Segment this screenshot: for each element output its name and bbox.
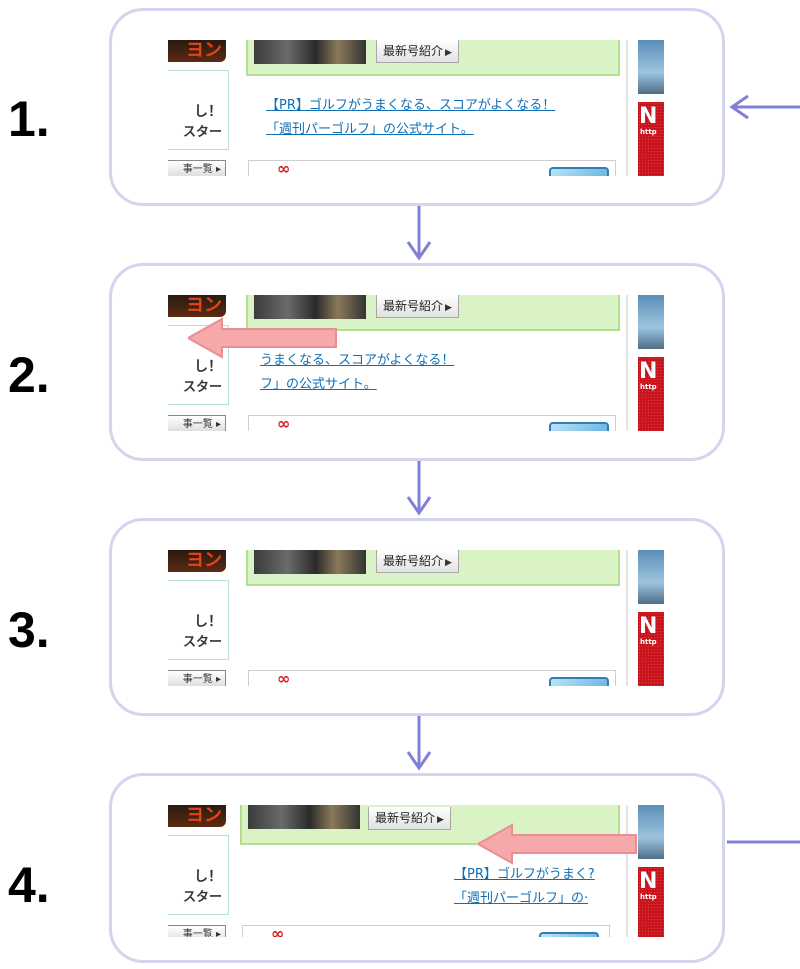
new-issue-button[interactable]: 最新号紹介▶ xyxy=(368,807,451,830)
ad-link-line-2[interactable]: 「週刊パーゴルフ」の· xyxy=(454,891,589,906)
intel-badge-icon xyxy=(549,422,609,431)
step-number-4: 4. xyxy=(8,857,50,913)
screenshot-step-1: ヨン し！ スター 事一覧 ▸ 最新号紹介▶ 【PR】ゴルフがうまくなる、スコア… xyxy=(168,40,664,176)
left-list-button[interactable]: 事一覧 ▸ xyxy=(168,160,226,176)
lower-ad-box: ∞ xyxy=(248,159,616,176)
new-issue-button[interactable]: 最新号紹介▶ xyxy=(376,40,459,63)
loop-arrowhead xyxy=(729,94,749,120)
step-number-2: 2. xyxy=(8,347,50,403)
ad-link-line-2[interactable]: 「週刊パーゴルフ」の公式サイト。 xyxy=(266,122,474,137)
magazine-image xyxy=(254,40,366,64)
left-list-button[interactable]: 事一覧 ▸ xyxy=(168,415,226,431)
infinity-icon: ∞ xyxy=(277,414,291,431)
column-divider xyxy=(626,295,628,431)
lower-ad-box: ∞ xyxy=(248,669,616,686)
intel-badge-icon xyxy=(539,932,599,937)
play-icon: ▶ xyxy=(445,303,452,313)
magazine-image xyxy=(254,295,366,319)
left-promo-box: し！ スター xyxy=(168,70,229,150)
lower-ad-box: ∞ xyxy=(242,924,610,937)
side-photo xyxy=(638,295,664,349)
ad-link-line-1[interactable]: 【PR】ゴルフがうまくなる、スコアがよくなる！ xyxy=(266,98,556,113)
scroll-left-arrow xyxy=(478,823,637,865)
ad-link-line-1[interactable]: うまくなる、スコアがよくなる！ xyxy=(260,353,455,368)
down-arrow-2-3 xyxy=(406,461,432,516)
column-divider xyxy=(626,550,628,686)
left-list-button[interactable]: 事一覧 ▸ xyxy=(168,925,226,937)
lower-ad-box: ∞ xyxy=(248,414,616,431)
site-logo-fragment: ヨン xyxy=(168,550,226,572)
column-divider xyxy=(626,805,628,937)
side-photo xyxy=(638,805,664,859)
site-logo-fragment: ヨン xyxy=(168,805,226,827)
screenshot-step-2: ヨン し！ スター 事一覧 ▸ 最新号紹介▶ うまくなる、スコアがよくなる！ フ… xyxy=(168,295,664,431)
side-photo xyxy=(638,40,664,94)
site-logo-fragment: ヨン xyxy=(168,295,226,317)
ad-link-line-2[interactable]: フ」の公式サイト。 xyxy=(260,377,377,392)
site-logo-fragment: ヨン xyxy=(168,40,226,62)
screenshot-step-4: ヨン し！ スター 事一覧 ▸ 最新号紹介▶ 【PR】ゴルフがうまく? 「週刊パ… xyxy=(168,805,664,937)
step-number-1: 1. xyxy=(8,91,50,147)
side-photo xyxy=(638,550,664,604)
left-list-button[interactable]: 事一覧 ▸ xyxy=(168,670,226,686)
step-number-3: 3. xyxy=(8,602,50,658)
down-arrow-1-2 xyxy=(406,206,432,261)
down-arrow-3-4 xyxy=(406,716,432,771)
left-promo-box: し！ スター xyxy=(168,835,229,915)
play-icon: ▶ xyxy=(445,48,452,58)
new-issue-button[interactable]: 最新号紹介▶ xyxy=(376,295,459,318)
play-icon: ▶ xyxy=(437,815,444,825)
infinity-icon: ∞ xyxy=(271,924,285,937)
column-divider xyxy=(626,40,628,176)
magazine-image xyxy=(248,805,360,829)
magazine-image xyxy=(254,550,366,574)
left-promo-box: し！ スター xyxy=(168,580,229,660)
infinity-icon: ∞ xyxy=(277,159,291,176)
scroll-left-arrow xyxy=(188,317,337,359)
ad-link-line-1[interactable]: 【PR】ゴルフがうまく? xyxy=(454,867,595,882)
intel-badge-icon xyxy=(549,167,609,176)
infinity-icon: ∞ xyxy=(277,669,291,686)
new-issue-button[interactable]: 最新号紹介▶ xyxy=(376,550,459,573)
play-icon: ▶ xyxy=(445,558,452,568)
intel-badge-icon xyxy=(549,677,609,686)
